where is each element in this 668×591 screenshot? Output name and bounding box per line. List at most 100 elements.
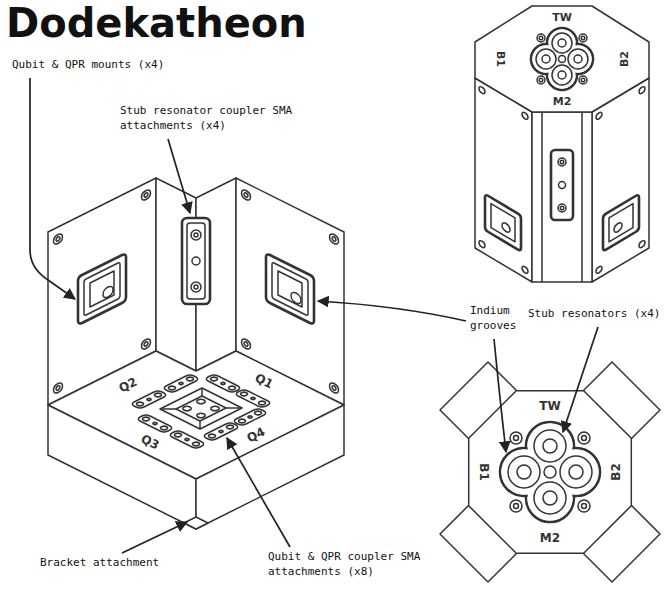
label-holder: B2 (619, 50, 630, 68)
housing-face (592, 78, 649, 282)
sma-plate (146, 398, 152, 401)
housing-face (142, 188, 151, 202)
engraved-marking: TW (538, 400, 561, 412)
housing-face (242, 337, 251, 351)
sma-plate (135, 402, 145, 407)
lid-face (469, 391, 632, 554)
sma-plate (237, 419, 247, 424)
stub-resonator-cluster (517, 465, 531, 479)
stub-resonator-cluster (559, 56, 566, 63)
sma-plate (559, 182, 566, 189)
sma-plate (184, 438, 190, 441)
sma-plate (227, 386, 237, 391)
stub-resonator-cluster (510, 500, 522, 512)
qubit-mount (291, 291, 301, 306)
qubit-mount (90, 271, 114, 307)
label-holder: Qubit & QPR mounts (x4) (12, 58, 164, 73)
stub-resonator-cluster (560, 456, 592, 488)
channel-edge (541, 112, 543, 282)
bracket-pocket (195, 413, 207, 419)
sma-plate (209, 377, 219, 382)
bracket-notch (184, 517, 208, 529)
engraved-marking: B2 (610, 462, 622, 482)
sma-plate (191, 230, 201, 240)
sma-plate (173, 433, 183, 438)
housing-face (144, 341, 148, 347)
sma-plate (204, 374, 242, 393)
housing-face (54, 381, 63, 395)
sma-plate (185, 377, 195, 382)
bracket-pocket (192, 421, 208, 429)
housing-face (491, 204, 515, 242)
callout-label: Stub resonator coupler SMA attachments (… (120, 104, 304, 133)
title: Dodekatheon (6, 2, 307, 44)
stub-resonator-cluster (539, 36, 543, 40)
housing-face (144, 192, 148, 198)
housing-face (596, 265, 602, 275)
sma-plate (191, 442, 201, 447)
bracket-pocket (195, 399, 207, 405)
stub-resonator-cluster (536, 49, 556, 69)
leader-line (122, 522, 187, 553)
sma-plate (168, 430, 206, 449)
stub-resonator-cluster (578, 500, 590, 512)
housing-face (502, 221, 510, 234)
stub-resonator-cluster (537, 34, 545, 42)
sma-plate (202, 422, 240, 441)
bracket-pocket (176, 396, 226, 421)
stub-resonator-cluster (543, 439, 557, 453)
label-holder: Stub resonator coupler SMA attachments (… (120, 104, 304, 133)
housing-face (522, 111, 528, 121)
qubit-mount (84, 262, 120, 316)
lid-face (475, 6, 649, 112)
sma-plate (130, 390, 168, 409)
label-holder: Bracket attachment (40, 556, 159, 571)
stub-resonator-cluster (510, 432, 522, 444)
label-holder: M2 (552, 96, 573, 107)
housing-face (330, 381, 339, 395)
housing-face (603, 194, 639, 251)
leader-line (494, 339, 506, 452)
sma-plate (558, 204, 566, 212)
channel-edge (581, 112, 583, 282)
label-holder: B2 (610, 462, 622, 482)
housing-face (56, 236, 60, 242)
housing-face (639, 239, 645, 249)
label-holder: Stub resonators (x4) (528, 307, 660, 322)
housing-face (332, 385, 336, 391)
sma-plate (178, 382, 184, 385)
callout-label: Bracket attachment (40, 556, 159, 571)
housing-face (54, 232, 63, 246)
stub-resonator-cluster (579, 34, 587, 42)
sma-plate (560, 160, 564, 164)
sma-plate (239, 392, 249, 397)
engraved-marking: M2 (539, 532, 561, 544)
bracket-pocket (160, 405, 176, 413)
top-view-housing (475, 6, 649, 282)
sma-plate (159, 426, 169, 431)
housing-face (242, 188, 251, 202)
sma-plate (194, 285, 198, 289)
label-holder: Indium grooves (470, 304, 534, 333)
sma-plate (194, 233, 198, 237)
stub-resonator-cluster (569, 465, 583, 479)
callout-label: Qubit & QPR coupler SMA attachments (x8) (268, 550, 436, 579)
sma-plate (558, 158, 566, 166)
stub-resonator-cluster (581, 36, 585, 40)
stub-resonator-cluster (581, 78, 585, 82)
main-housing (48, 178, 344, 529)
stub-resonator-cluster (552, 33, 572, 53)
housing-face (485, 194, 521, 251)
bracket-pocket (181, 406, 193, 412)
stub-resonator-cluster (568, 49, 588, 69)
stub-resonator-cluster (558, 71, 566, 79)
label-holder: M2 (539, 532, 561, 544)
qubit-mount (78, 253, 126, 325)
stub-resonator-cluster (582, 504, 587, 509)
engraved-marking: M2 (552, 96, 573, 107)
sma-plate (167, 386, 177, 391)
sma-plate (191, 282, 201, 292)
stub-resonator-cluster (534, 482, 566, 514)
stub-resonator-cluster (531, 28, 593, 90)
